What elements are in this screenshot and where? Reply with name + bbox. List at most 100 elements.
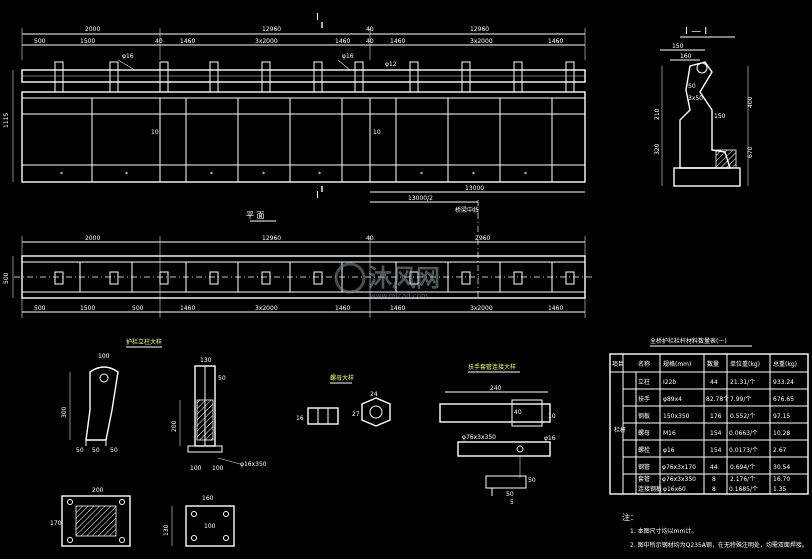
cell: φ76x3x350 xyxy=(662,476,696,483)
plan-dim-3: 40 xyxy=(366,235,374,242)
nut-dim-1: 16 xyxy=(296,415,304,422)
elev-dim-3: 40 xyxy=(366,26,374,33)
cell: 0.694/个 xyxy=(730,464,755,471)
cell: 螺母 xyxy=(638,429,650,437)
rail-dim-7: 50 xyxy=(506,491,514,498)
post-dim-9: 100 xyxy=(190,465,202,472)
note-2: 2. 图中所示钢材均为Q235A钢，在无特殊注明处，均需双面焊接。 xyxy=(630,541,808,549)
svg-text:*: * xyxy=(125,171,128,178)
elev-joint-2: 10 xyxy=(373,129,381,136)
section-view: I — I 150 160 50 3x50 150 210 320 400 67… xyxy=(654,26,754,187)
table-row: 钢管 φ76x3x170 44 0.694/个 30.54 xyxy=(638,463,790,471)
section-mark-bottom: I xyxy=(316,190,319,201)
elev-sub-9: 3x2000 xyxy=(470,38,493,45)
section-mark-top: I xyxy=(316,12,319,23)
cell: φ89x4 xyxy=(663,396,682,403)
rail-dim-4: φ76x3x350 xyxy=(462,434,496,441)
cell: 16.70 xyxy=(773,476,790,483)
elev-joint-1: 10 xyxy=(151,129,159,136)
elev-callout-1: φ16 xyxy=(122,53,134,60)
section-dim-6: 210 xyxy=(654,108,661,120)
plan-sub-5: 3x2000 xyxy=(255,305,278,312)
cell: M16 xyxy=(663,430,676,437)
svg-text:*: * xyxy=(524,171,527,178)
cell: 21.31/个 xyxy=(730,379,755,386)
elev-sub-7: 40 xyxy=(366,38,374,45)
post-dim-1: 100 xyxy=(98,353,110,360)
section-dim-1: 150 xyxy=(672,43,684,50)
cell: 连接钢板 xyxy=(638,485,662,493)
svg-text:*: * xyxy=(420,171,423,178)
cell: 0.0663/个 xyxy=(729,430,758,437)
nut-title: 螺母大样 xyxy=(330,374,354,382)
section-dim-8: 400 xyxy=(747,96,754,108)
rail-dim-2: 40 xyxy=(514,409,522,416)
cell: 2.67 xyxy=(773,447,787,454)
cell: 钢板 xyxy=(638,412,650,420)
post-dim-13: 160 xyxy=(202,495,214,502)
post-dim-10: 100 xyxy=(212,465,224,472)
elev-cl-full: 13000 xyxy=(465,185,484,192)
plan-sub-4: 1460 xyxy=(180,305,195,312)
th-qty: 数量 xyxy=(707,360,719,368)
notes-title: 注： xyxy=(622,512,638,522)
cell: 10.28 xyxy=(773,430,790,437)
base-plate-left xyxy=(61,495,131,547)
rail-pipe-bottom xyxy=(457,441,551,457)
post-dim-14: 100 xyxy=(204,523,216,530)
post-detail: 护栏立柱大样 100 300 50 50 50 130 50 200 100 1… xyxy=(50,338,267,547)
section-dim-4: 3x50 xyxy=(688,95,703,102)
plan-sub-1: 500 xyxy=(34,305,46,312)
post-detail-title: 护栏立柱大样 xyxy=(126,338,162,346)
cell: 0.552/个 xyxy=(730,413,755,420)
nut-dim-3: 24 xyxy=(370,391,378,398)
section-dim-2: 160 xyxy=(680,53,692,60)
table-row: 立柱 I22b 44 21.31/个 933.24 xyxy=(638,378,794,386)
section-hatch xyxy=(715,149,737,169)
nut-detail: 螺母大样 16 27 24 xyxy=(296,374,391,427)
rail-dim-1: 240 xyxy=(490,385,502,392)
elev-sub-1: 500 xyxy=(34,38,46,45)
elev-sub-6: 1460 xyxy=(335,38,350,45)
elev-sub-3: 40 xyxy=(155,38,163,45)
svg-text:*: * xyxy=(472,171,475,178)
watermark: 沐风网 www.mfcad.com xyxy=(334,262,440,300)
plan-sub-7: 1460 xyxy=(390,305,405,312)
post-dim-8: 200 xyxy=(171,420,178,432)
nut-top xyxy=(361,397,391,427)
cell: I22b xyxy=(663,379,676,386)
watermark-text: 沐风网 xyxy=(368,264,440,292)
table-row: 扶手 φ89x4 82.78个 7.99/个 676.65 xyxy=(638,395,794,403)
cell: 8 xyxy=(712,476,716,483)
post-dim-3: 50 xyxy=(76,447,84,454)
post-dim-5: 50 xyxy=(110,447,118,454)
plan-dim-1: 2000 xyxy=(85,235,100,242)
section-dim-7: 320 xyxy=(654,143,661,155)
material-table: 全桥护栏栏杆材料数量表(一) 项目 名称 规格(mm) 数量 单位重(kg) 总… xyxy=(609,337,809,495)
th-item: 项目 xyxy=(612,361,624,368)
cell: 2.176/个 xyxy=(730,476,755,483)
cell: 82.78个 xyxy=(706,396,729,403)
cell: 30.54 xyxy=(773,464,790,471)
th-name: 名称 xyxy=(638,360,650,368)
plan-dim-2: 12960 xyxy=(262,235,281,242)
plan-sub-8: 3x2000 xyxy=(470,305,493,312)
section-dim-3: 50 xyxy=(688,83,696,90)
cell: 钢管 xyxy=(638,463,650,471)
cell: 44 xyxy=(710,379,718,386)
elev-callout-3: φ12 xyxy=(385,61,397,68)
notes: 注： 1. 本图尺寸均以mm计。 2. 图中所示钢材均为Q235A钢，在无特殊注… xyxy=(622,512,808,549)
elev-dim-2: 12960 xyxy=(262,26,281,33)
nut-dim-2: 27 xyxy=(352,411,360,418)
svg-text:*: * xyxy=(318,171,321,178)
elev-sub-2: 1500 xyxy=(80,38,95,45)
plan-width-dim: 500 xyxy=(3,272,10,284)
elev-sub-8: 1460 xyxy=(390,38,405,45)
section-dim-9: 670 xyxy=(747,146,754,158)
post-dim-6: 130 xyxy=(200,357,212,364)
rail-title: 扶手套管连接大样 xyxy=(468,363,516,371)
elev-deck xyxy=(21,91,586,183)
plan-sub-9: 1460 xyxy=(548,305,563,312)
cell: 933.24 xyxy=(773,379,794,386)
